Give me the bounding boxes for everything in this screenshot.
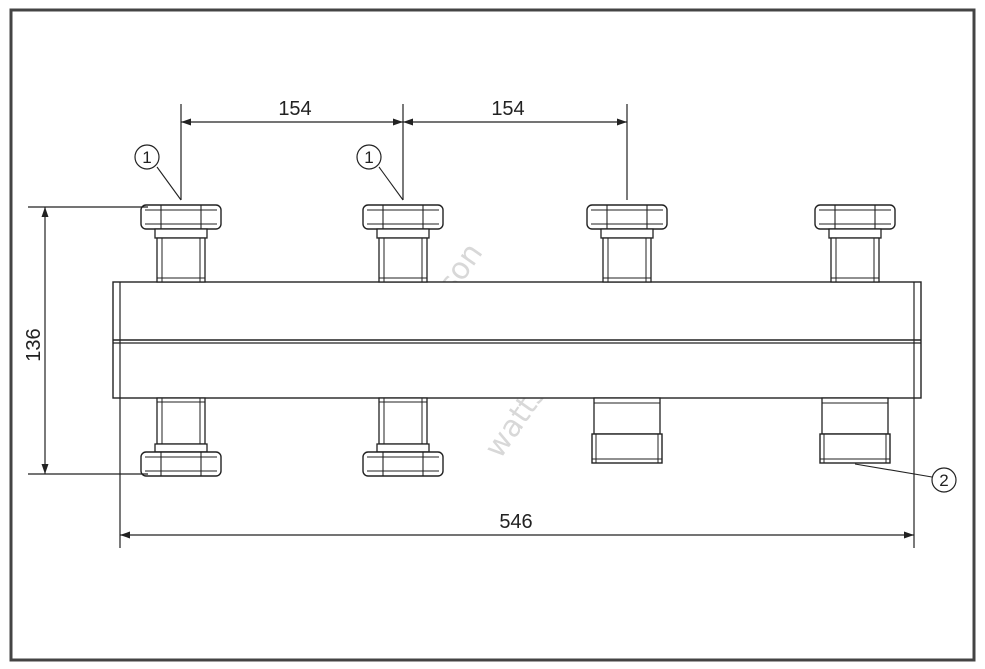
- dimension-label-total-length: 546: [499, 511, 532, 533]
- top-union-fitting: [362, 204, 444, 283]
- top-union-fitting: [140, 204, 222, 283]
- bottom-threaded-outlet: [819, 397, 891, 464]
- dimension-label-height: 136: [23, 328, 45, 361]
- dimension-spacing-1: 154: [180, 98, 628, 200]
- manifold-body: [112, 281, 922, 399]
- callout-label-2: 2: [939, 471, 948, 490]
- callout-1-left: 1: [134, 144, 182, 201]
- bottom-threaded-outlet: [591, 397, 663, 464]
- bottom-union-fitting: [140, 397, 222, 477]
- dimension-label-spacing-2: 154: [491, 98, 524, 120]
- callout-label-1: 1: [142, 148, 151, 167]
- bottom-union-fitting: [362, 397, 444, 477]
- callout-1-middle: 1: [356, 144, 404, 201]
- top-union-fitting: [814, 204, 896, 283]
- callout-2: 2: [854, 463, 957, 493]
- dimension-height: 136: [23, 206, 148, 475]
- dimension-label-spacing-1: 154: [278, 98, 311, 120]
- dimension-total-length: 546: [119, 398, 915, 548]
- callout-label-1: 1: [364, 148, 373, 167]
- top-union-fitting: [586, 204, 668, 283]
- dimension-spacing-2: 154: [403, 98, 627, 126]
